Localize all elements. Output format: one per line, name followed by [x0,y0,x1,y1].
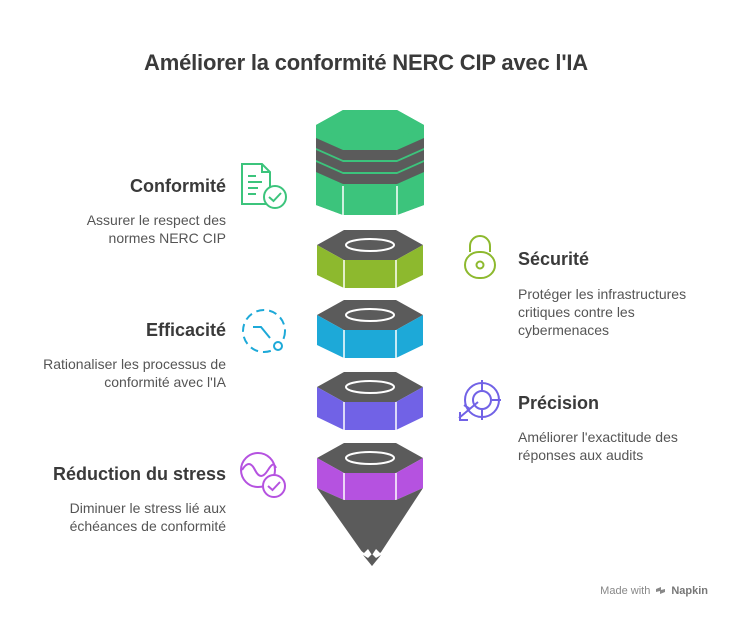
stack-layer-efficacite [317,300,423,358]
efficacite-description: Rationaliser les processus de conformité… [43,356,226,390]
napkin-logo-icon [656,586,666,594]
stress-heading: Réduction du stress [52,464,226,484]
timer-icon [242,309,286,353]
stack-layer-conformite [316,110,424,215]
stack-layer-precision [317,372,423,430]
stress-description: Diminuer le stress lié aux échéances de … [69,500,226,534]
footer-watermark: Made with Napkin [600,585,708,597]
document-check-icon [241,163,287,209]
padlock-icon [464,235,496,279]
made-with-label: Made with [600,585,651,597]
stack-layer-securite [317,230,423,288]
securite-description: Protéger les infrastructures critiques c… [518,286,687,338]
page-title: Améliorer la conformité NERC CIP avec l'… [144,50,588,75]
precision-description: Améliorer l'exactitude des réponses aux … [518,429,678,463]
stack-cone-tip [317,488,423,566]
stack-layer-stress [317,443,423,500]
layered-stack-diagram [316,110,424,566]
conformite-heading: Conformité [130,176,226,196]
conformite-description: Assurer le respect des normes NERC CIP [86,212,226,246]
target-icon [458,380,501,421]
brand-name: Napkin [671,585,708,597]
securite-heading: Sécurité [518,249,590,269]
wave-check-icon [240,452,286,498]
efficacite-heading: Efficacité [145,320,226,340]
precision-heading: Précision [518,393,600,413]
